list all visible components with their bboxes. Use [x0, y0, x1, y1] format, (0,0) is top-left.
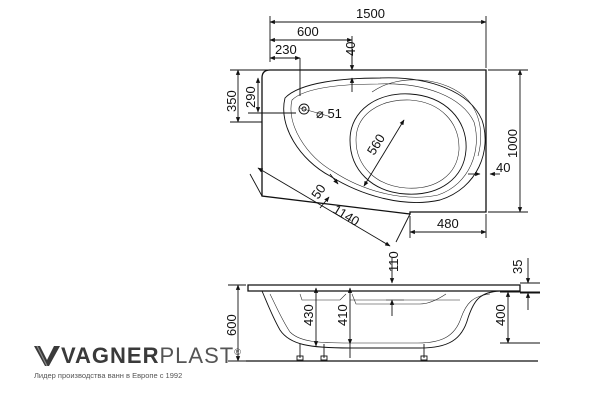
dim-560: 560: [364, 131, 388, 157]
dim-290: 290: [243, 86, 258, 108]
dim-410: 410: [335, 304, 350, 326]
dim-230: 230: [275, 42, 297, 57]
dim-1000: 1000: [505, 129, 520, 158]
vagnerplast-logo: VAGNERPLAST® Лидер производства ванн в Е…: [34, 343, 242, 380]
dim-1140: 1140: [330, 202, 362, 229]
logo-v-mark: [34, 346, 60, 366]
drain-circle: [298, 103, 310, 115]
dim-40-top: 40: [343, 42, 358, 56]
dim-1500: 1500: [356, 6, 385, 21]
tub-legs: [296, 344, 428, 361]
top-view: 1500 600 230 40 350 290 ⌀ 51 560 1000: [224, 6, 528, 247]
logo-text-main: VAGNERPLAST®: [61, 343, 242, 368]
dim-drain-51: ⌀ 51: [316, 106, 342, 121]
dim-600-height: 600: [224, 314, 239, 336]
dim-600: 600: [297, 24, 319, 39]
dim-40-right: 40: [496, 160, 510, 175]
side-view: 110 35 600 430 410 400: [224, 251, 540, 362]
dim-480: 480: [437, 216, 459, 231]
tub-side-rim: [247, 284, 521, 292]
dim-350: 350: [224, 90, 239, 112]
tub-side-shell: [261, 290, 501, 349]
dim-50: 50: [308, 181, 329, 201]
dim-430: 430: [301, 304, 316, 326]
dim-110: 110: [386, 251, 401, 272]
logo-tagline: Лидер производства ванн в Европе с 1992: [34, 371, 182, 380]
dim-35: 35: [510, 260, 525, 274]
dim-400: 400: [493, 304, 508, 326]
